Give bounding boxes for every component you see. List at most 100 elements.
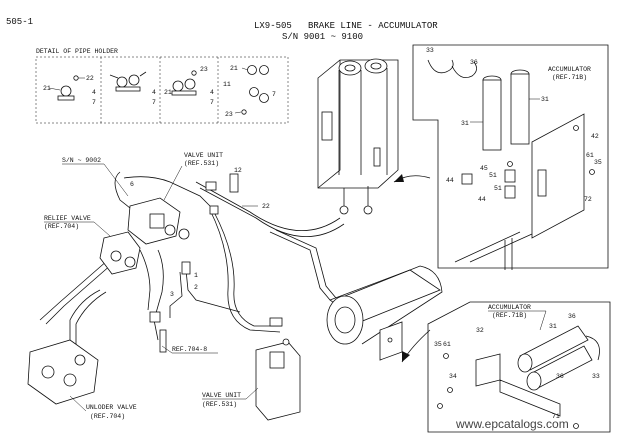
accumulator-end-inner — [334, 306, 356, 334]
callout-23: 23 — [225, 111, 233, 118]
valve-unit-top-label: VALVE UNIT — [184, 152, 223, 159]
leader-line — [241, 67, 249, 71]
bolt — [437, 403, 443, 409]
leader-line — [69, 395, 87, 412]
fitting — [504, 169, 516, 183]
pipe — [153, 249, 164, 341]
pipe — [75, 291, 107, 346]
model-code: LX9-505 — [254, 21, 292, 31]
valve-port — [269, 351, 285, 369]
bracket-plate — [531, 113, 585, 239]
callout-22: 22 — [86, 75, 94, 82]
pipe — [123, 176, 211, 207]
fitting — [282, 338, 290, 346]
callout-31: 31 — [461, 120, 469, 127]
cap-center — [370, 62, 382, 70]
accumulator-detail-top: 33 36 ACCUMULATOR (REF.71B) 31 31 42 61 … — [412, 44, 609, 270]
callout-1: 1 — [194, 272, 198, 279]
callout-4: 4 — [210, 89, 214, 96]
callout-11: 11 — [223, 81, 231, 88]
valve-port — [63, 373, 77, 387]
accumulator-body — [344, 265, 443, 345]
callout-72: 72 — [584, 196, 592, 203]
clip-base — [115, 86, 141, 92]
pipe — [195, 181, 341, 232]
slot — [321, 111, 333, 141]
ref-704-8-label: REF.704-8 — [172, 346, 207, 353]
bolt — [387, 337, 393, 343]
callout-51: 51 — [489, 172, 497, 179]
bolt — [573, 125, 579, 131]
pipe — [114, 171, 131, 209]
fitting — [363, 205, 373, 215]
callout-36: 36 — [568, 313, 576, 320]
leader-line — [103, 163, 129, 197]
fitting — [504, 185, 516, 199]
callout-7: 7 — [152, 99, 156, 106]
valve-port — [74, 354, 86, 366]
detail-frame — [35, 56, 289, 124]
diagram-title: BRAKE LINE - ACCUMULATOR — [308, 21, 438, 31]
accumulator-body — [510, 73, 530, 145]
clip-base — [57, 95, 75, 101]
valve-port — [110, 250, 122, 262]
unloder-valve: UNLODER VALVE (REF.704) — [27, 339, 137, 420]
valve-port — [164, 224, 176, 236]
pipe-holder-detail: DETAIL OF PIPE HOLDER 21 22 4 7 4 7 21 4… — [35, 48, 289, 124]
pipe — [199, 187, 345, 238]
serial-range: S/N 9001 ~ 9100 — [282, 32, 363, 42]
valve-port — [149, 213, 165, 229]
fitting — [209, 205, 219, 215]
callout-44: 44 — [478, 196, 486, 203]
callout-7: 7 — [210, 99, 214, 106]
sn-9002-label: S/N ~ 9002 — [62, 157, 101, 164]
pipe-clip — [60, 85, 72, 97]
callout-21: 21 — [230, 65, 238, 72]
callout-12: 12 — [234, 167, 242, 174]
fitting — [461, 173, 473, 185]
callout-42: 42 — [591, 133, 599, 140]
hose — [275, 229, 337, 299]
fitting — [339, 205, 349, 215]
clamp — [451, 61, 477, 79]
pipe-clip — [184, 78, 196, 90]
callout-44: 44 — [446, 177, 454, 184]
slot — [373, 147, 381, 167]
accumulator-body — [482, 79, 502, 151]
unloder-valve-ref: (REF.704) — [90, 413, 125, 420]
leader-line — [539, 310, 547, 331]
bolt — [573, 423, 579, 429]
clip-base — [171, 90, 197, 96]
callout-7: 7 — [272, 91, 276, 98]
hydraulic-lines: S/N ~ 9002 VALVE UNIT (REF.531) — [39, 152, 345, 353]
pipe-clip — [259, 65, 269, 75]
fitting — [229, 173, 239, 193]
base-plate — [499, 379, 561, 417]
accumulator-main — [326, 265, 443, 361]
fitting — [205, 181, 217, 191]
relief-valve-label: RELIEF VALVE — [44, 215, 91, 222]
pipe — [169, 271, 183, 318]
bolt — [447, 387, 453, 393]
unloder-valve-label: UNLODER VALVE — [86, 404, 137, 411]
callout-32: 32 — [476, 327, 484, 334]
callout-34: 34 — [449, 373, 457, 380]
pipe — [504, 238, 513, 270]
callout-31: 31 — [541, 96, 549, 103]
callout-33: 33 — [426, 47, 434, 54]
callout-21: 21 — [164, 89, 172, 96]
valve-unit-bottom: VALVE UNIT (REF.531) — [202, 338, 301, 421]
callout-45: 45 — [480, 165, 488, 172]
detail-frame — [427, 301, 611, 433]
cap-center — [344, 64, 356, 72]
pipe-clip — [259, 93, 269, 103]
fitting — [159, 329, 167, 353]
accumulator-top-ref: (REF.71B) — [552, 74, 587, 81]
valve-unit-bottom-label: VALVE UNIT — [202, 392, 241, 399]
callout-4: 4 — [92, 89, 96, 96]
fitting — [181, 261, 191, 275]
fitting — [269, 317, 283, 327]
valve-unit-top-ref: (REF.531) — [184, 160, 219, 167]
